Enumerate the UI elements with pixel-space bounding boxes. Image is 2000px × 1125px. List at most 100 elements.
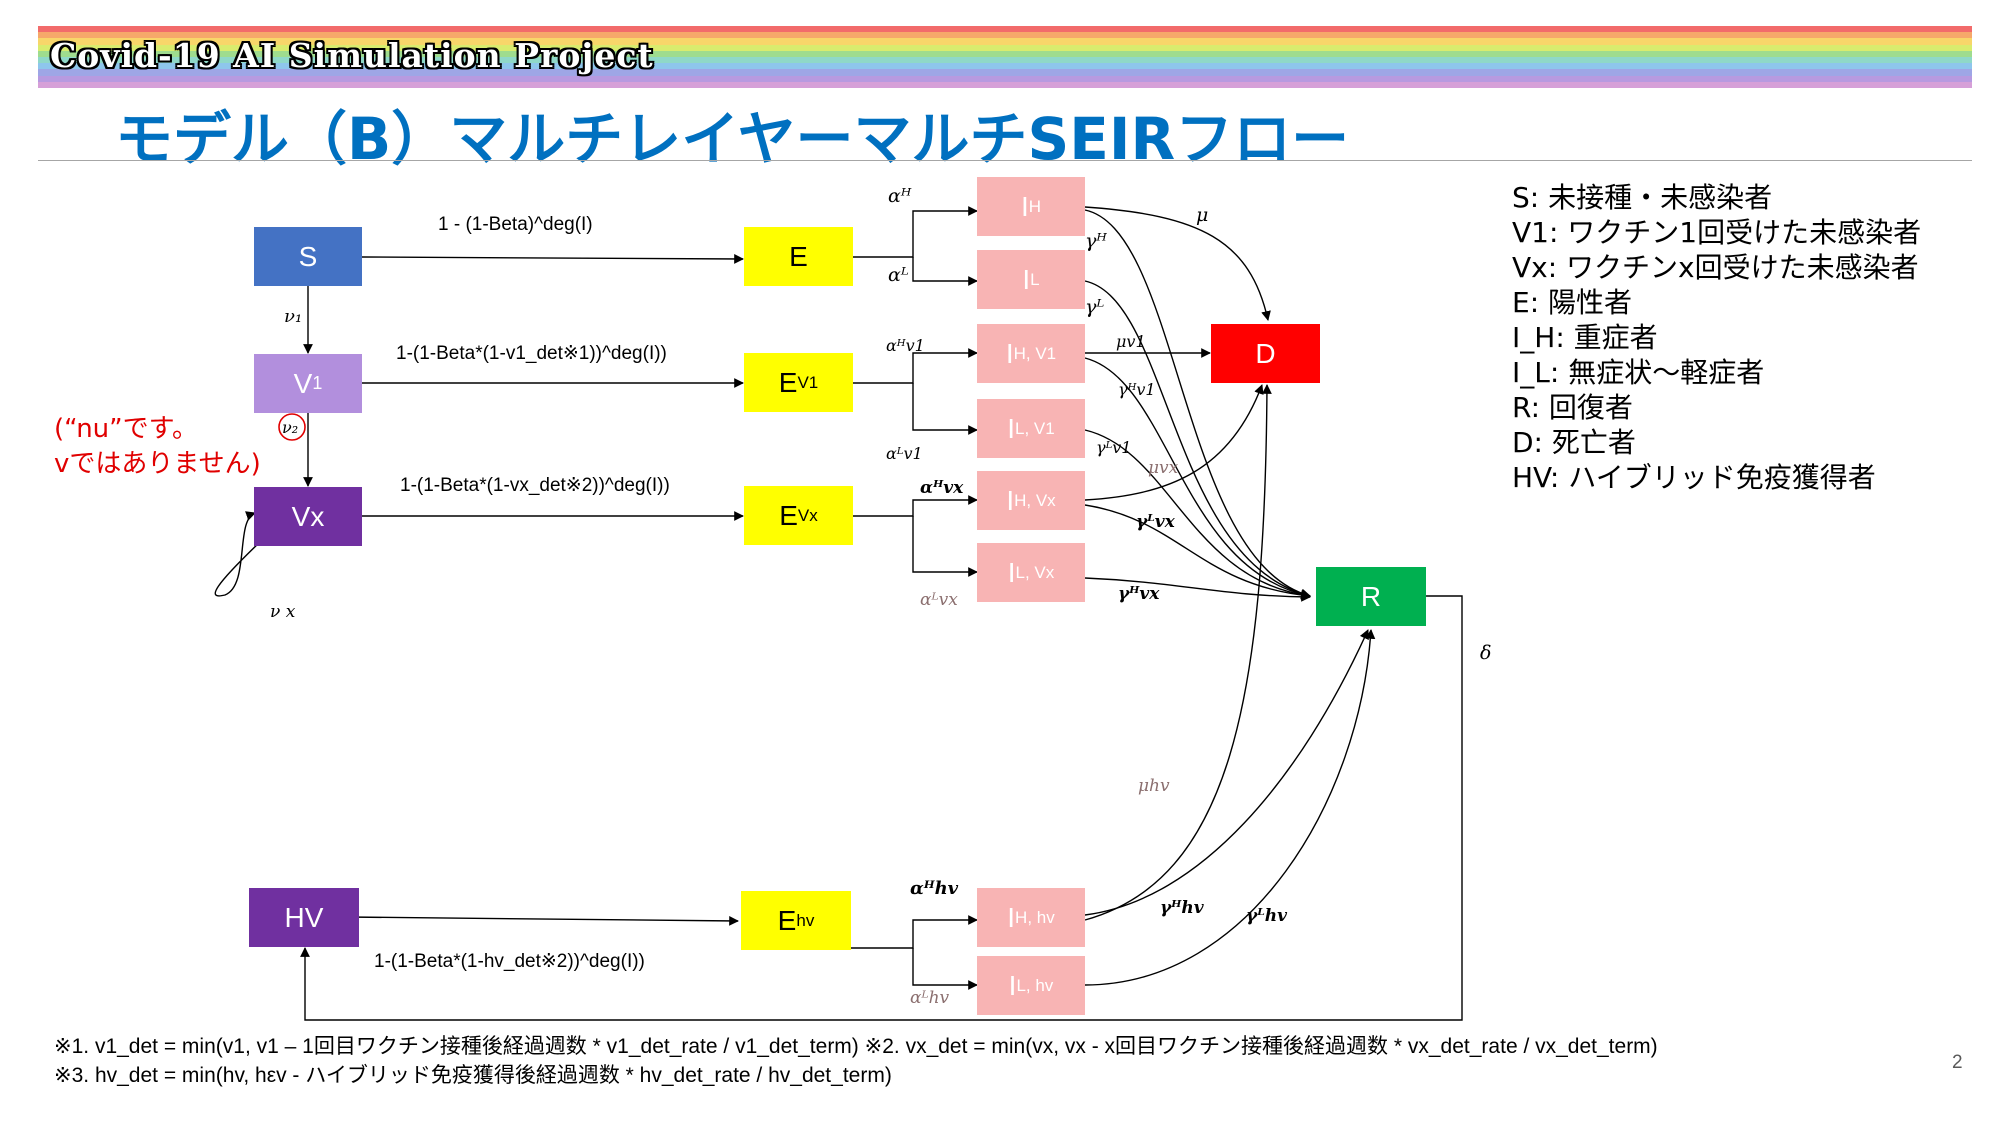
edge-ev1-ihv1 [853,348,978,384]
legend-item: V1: ワクチン1回受けた未感染者 [1512,216,1922,249]
edge-evx-ilvx [912,516,978,577]
label-alphaLhv: αᴸhv [910,988,950,1008]
label-gammaHhv: γᴴhv [1160,898,1204,918]
edge-ih-r [1084,209,1311,599]
edge-ilhv-r [1084,629,1376,986]
rainbow-banner [38,26,1972,88]
node-ilv1-label: I [1007,412,1016,444]
node-r: R [1316,567,1426,626]
node-ihvx-subscript: H, Vx [1014,490,1056,510]
edge-ehv-ihhv [851,915,978,949]
node-evx-label: E [779,499,798,531]
label-vx-evx: 1-(1-Beta*(1-vx_det※2))^deg(I)) [400,475,670,496]
legend: S: 未接種・未感染者 V1: ワクチン1回受けた未感染者 Vx: ワクチンx回… [1512,180,1921,495]
edge-ihhv-d [1084,384,1272,921]
node-ihvx-label: I [1006,484,1015,516]
node-ihhv-subscript: H, hv [1015,907,1055,927]
label-nu1: ν₁ [284,306,303,327]
label-hv-ehv: 1-(1-Beta*(1-hv_det※2))^deg(I)) [374,951,645,972]
node-d: D [1211,324,1320,383]
node-ilvx-subscript: L, Vx [1015,562,1055,582]
node-vx: Vx [254,487,362,546]
node-d-label: D [1255,337,1276,369]
node-v1-subscript: 1 [312,373,323,393]
edge-ihhv-r [1084,629,1369,916]
legend-item: S: 未接種・未感染者 [1512,181,1773,214]
node-v1-label: V [293,367,313,399]
footnote-2: ※3. hv_det = min(hv, hεv - ハイブリッド免疫獲得後経過… [54,1064,892,1087]
node-ih-label: I [1020,190,1029,222]
node-ilhv-subscript: L, hv [1016,975,1054,995]
project-banner-text: Covid-19 AI Simulation Project [50,36,654,75]
node-r-label: R [1360,580,1382,612]
legend-item: I_L: 無症状〜軽症者 [1512,356,1765,389]
label-gammaL: γᴸ [1085,296,1105,318]
page-number: 2 [1952,1052,1963,1073]
edge-evx-ihvx [853,495,978,517]
legend-item: D: 死亡者 [1512,426,1636,459]
label-gammaHvx: γᴴvx [1118,584,1160,604]
edge-ih-d [1084,206,1271,321]
node-vx-label: Vx [291,500,325,532]
node-ihhv-label: I [1007,901,1016,933]
label-s-e: 1 - (1-Beta)^deg(I) [438,214,593,235]
nu2-highlight-circle [278,413,306,441]
label-gammaLvx: γᴸvx [1136,512,1175,532]
label-alphaL: αᴸ [888,264,909,286]
label-delta: δ [1480,642,1492,664]
node-ilv1-subscript: L, V1 [1015,418,1055,438]
label-v1-ev1: 1-(1-Beta*(1-v1_det※1))^deg(I)) [396,343,667,364]
legend-item: I_H: 重症者 [1512,321,1658,354]
label-alphaHv1: αᴴv1 [886,336,925,355]
edge-ilvx-r [1084,577,1311,602]
node-hv: HV [249,888,359,947]
node-il-label: I [1022,263,1031,295]
label-muhv: μhv [1138,776,1170,796]
label-nux: ν x [270,602,296,622]
page-title: モデル（B）マルチレイヤーマルチSEIRフロー [115,105,1350,173]
label-alphaHvx: αᴴvx [920,478,964,498]
node-ehv-subscript: hv [796,910,815,930]
label-muv1: μv1 [1116,332,1146,351]
node-ilvx-label: I [1007,556,1016,588]
edge-ev1-ilv1 [912,383,978,435]
legend-item: E: 陽性者 [1512,286,1633,319]
edge-e-il [912,257,978,286]
legend-item: R: 回復者 [1512,391,1633,424]
edge-e-ih [853,206,978,258]
footnote-1: ※1. v1_det = min(v1, v1 – 1回目ワクチン接種後経過週数… [54,1035,1658,1058]
node-s-label: S [298,240,318,272]
nu-note-line-2: vではありません) [54,449,261,479]
node-e-label: E [789,240,808,272]
edge-ihv1-r [1084,357,1311,600]
node-ehv-label: E [777,904,797,936]
label-gammaLhv: γᴸhv [1246,906,1287,926]
node-e: E [744,227,853,286]
node-evx-subscript: Vx [797,505,818,525]
label-muvx: μvx [1148,458,1179,478]
label-mu: μ [1196,204,1209,226]
label-nu2: ν₂ [282,418,299,437]
label-alphaH: αᴴ [888,185,912,207]
node-il-subscript: L [1030,269,1040,289]
edge-ehv-ilhv [912,948,978,990]
edge-hv-ehv [345,916,739,926]
label-gammaHv1: γᴴv1 [1118,380,1156,399]
node-ih-subscript: H [1028,196,1042,216]
node-s: S [254,227,362,286]
node-ev1-subscript: V1 [797,372,819,392]
label-alphaLvx: αᴸvx [920,590,958,610]
edge-ihvx-r [1084,504,1311,600]
node-hv-label: HV [284,901,324,933]
legend-item: HV: ハイブリッド免疫獲得者 [1512,461,1876,494]
